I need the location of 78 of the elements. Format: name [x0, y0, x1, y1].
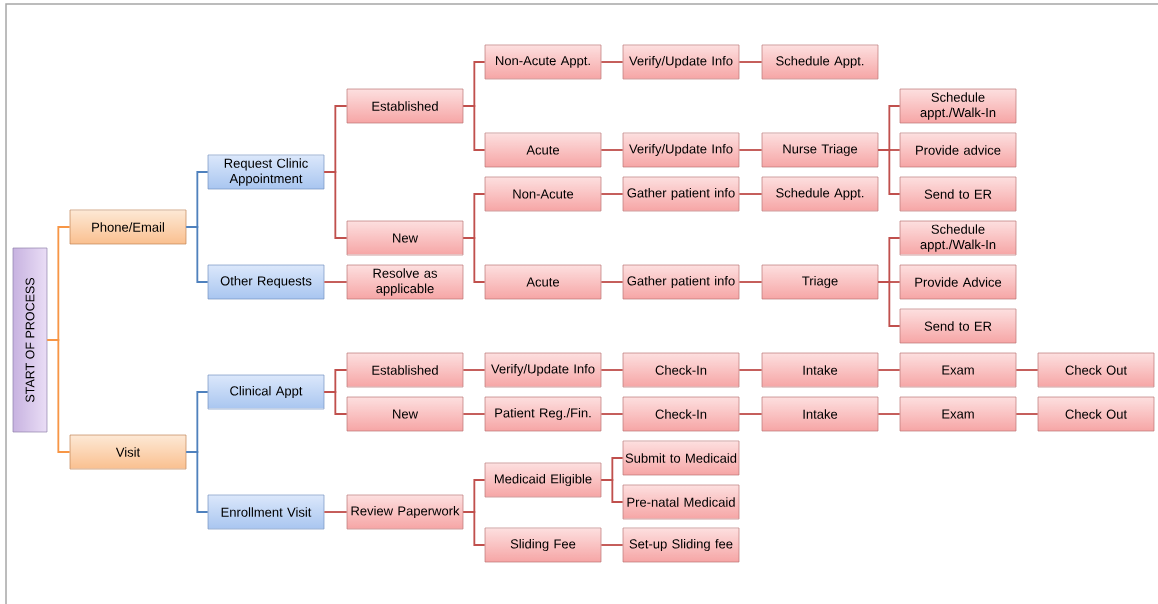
connector: [600, 61, 624, 63]
connector: [877, 369, 901, 371]
connector: [600, 193, 624, 195]
connector: [462, 369, 486, 371]
step-box: Schedule Appt.: [761, 176, 879, 212]
connector: [600, 544, 624, 546]
request-box: Enrollment Visit: [207, 494, 325, 530]
step-box: Exam: [899, 352, 1017, 388]
step-box: Check Out: [1037, 396, 1155, 432]
connector: [46, 339, 71, 453]
step-box: Gather patient info: [622, 176, 740, 212]
connector: [738, 61, 763, 63]
connector: [600, 149, 624, 151]
step-box: Verify/Update Info: [484, 352, 602, 388]
step-box: Provide Advice: [899, 264, 1017, 300]
step-box: Medicaid Eligible: [484, 462, 602, 498]
request-box: Clinical Appt: [207, 374, 325, 410]
connector: [462, 511, 486, 546]
connector: [738, 281, 763, 283]
step-box: Acute: [484, 264, 602, 300]
connector: [600, 369, 624, 371]
step-box: Check Out: [1037, 352, 1155, 388]
step-box: Submit to Medicaid: [622, 440, 740, 476]
connector: [462, 105, 486, 151]
step-box: New: [346, 396, 464, 432]
request-box: Other Requests: [207, 264, 325, 300]
connector: [738, 193, 763, 195]
step-box: Review Paperwork: [346, 494, 464, 530]
step-box: Resolve as applicable: [346, 264, 464, 300]
step-box: Verify/Update Info: [622, 132, 740, 168]
step-box: Nurse Triage: [761, 132, 879, 168]
connector: [877, 281, 901, 327]
step-box: Gather patient info: [622, 264, 740, 300]
connector: [600, 413, 624, 415]
step-box: Triage: [761, 264, 879, 300]
connector: [185, 226, 209, 283]
step-box: Non-Acute: [484, 176, 602, 212]
step-box: Patient Reg./Fin.: [484, 396, 602, 432]
connector: [323, 171, 348, 239]
step-box: Send to ER: [899, 176, 1017, 212]
connector: [877, 149, 901, 195]
step-box: Send to ER: [899, 308, 1017, 344]
connector: [1015, 413, 1039, 415]
step-box: Acute: [484, 132, 602, 168]
request-box: Request Clinic Appointment: [207, 154, 325, 190]
step-box: Check-In: [622, 396, 740, 432]
step-box: Set-up Sliding fee: [622, 527, 740, 563]
step-box: Established: [346, 352, 464, 388]
step-box: Exam: [899, 396, 1017, 432]
step-box: Intake: [761, 396, 879, 432]
step-box: Sliding Fee: [484, 527, 602, 563]
connector: [462, 237, 486, 283]
step-box: Non-Acute Appt.: [484, 44, 602, 80]
step-box: Schedule appt./Walk-In: [899, 88, 1017, 124]
step-box: Schedule appt./Walk-In: [899, 220, 1017, 256]
step-box: Provide advice: [899, 132, 1017, 168]
connector: [877, 413, 901, 415]
connector: [323, 391, 348, 415]
step-box: Pre-natal Medicaid: [622, 484, 740, 520]
connector: [738, 149, 763, 151]
step-box: Schedule Appt.: [761, 44, 879, 80]
connector: [323, 281, 348, 283]
connector: [738, 413, 763, 415]
connector: [738, 369, 763, 371]
step-box: New: [346, 220, 464, 256]
connector: [600, 479, 624, 503]
connector: [1015, 369, 1039, 371]
step-box: Check-In: [622, 352, 740, 388]
category-box: Visit: [69, 434, 187, 470]
step-box: Verify/Update Info: [622, 44, 740, 80]
step-box: Intake: [761, 352, 879, 388]
step-box: Established: [346, 88, 464, 124]
connector: [600, 281, 624, 283]
connector: [323, 511, 348, 513]
start-box: START OF PROCESS: [12, 247, 48, 433]
connector: [462, 413, 486, 415]
category-box: Phone/Email: [69, 209, 187, 245]
connector: [185, 451, 209, 513]
